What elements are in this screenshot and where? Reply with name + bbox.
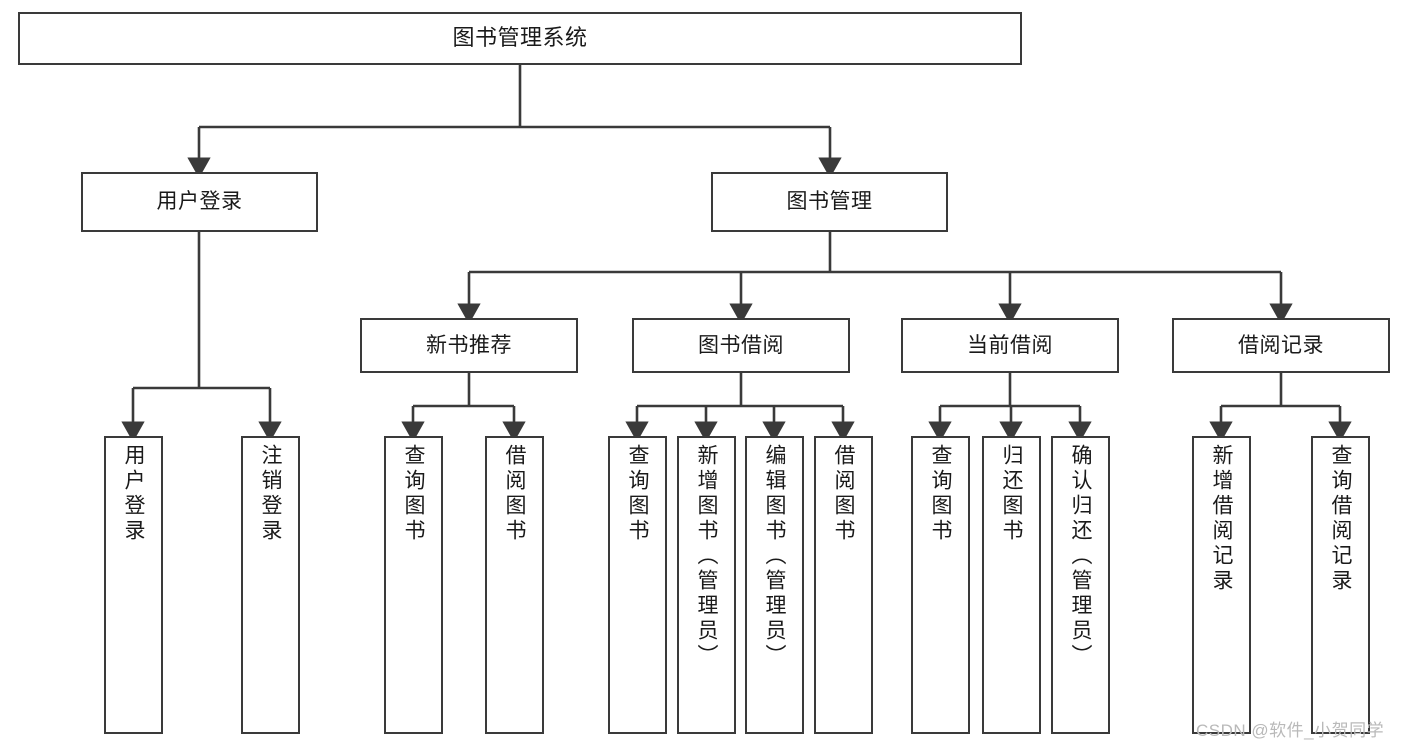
- watermark-text: CSDN @软件_小贺同学: [1196, 721, 1385, 740]
- leaf-add-book-admin[interactable]: 新增图书（管理员）: [677, 436, 736, 734]
- leaf-borrow-books-recommendation[interactable]: 借阅图书: [485, 436, 544, 734]
- node-root-system[interactable]: 图书管理系统: [18, 12, 1022, 65]
- leaf-edit-book-admin[interactable]: 编辑图书（管理员）: [745, 436, 804, 734]
- node-label: 确认归还（管理员）: [1069, 444, 1092, 669]
- node-label: 编辑图书（管理员）: [763, 444, 786, 669]
- node-label: 当前借阅: [967, 333, 1053, 357]
- node-label: 用户登录: [156, 190, 243, 214]
- node-book-borrow[interactable]: 图书借阅: [632, 318, 850, 373]
- node-borrow-records[interactable]: 借阅记录: [1172, 318, 1390, 373]
- node-label: 查询图书: [626, 444, 649, 544]
- leaf-query-books-borrow[interactable]: 查询图书: [608, 436, 667, 734]
- leaf-add-borrow-record[interactable]: 新增借阅记录: [1192, 436, 1251, 734]
- leaf-query-borrow-record[interactable]: 查询借阅记录: [1311, 436, 1370, 734]
- node-label: 注销登录: [259, 444, 282, 544]
- node-label: 新增图书（管理员）: [695, 444, 718, 669]
- leaf-borrow-books[interactable]: 借阅图书: [814, 436, 873, 734]
- node-label: 查询借阅记录: [1329, 444, 1352, 594]
- node-label: 借阅图书: [503, 444, 526, 544]
- leaf-user-login[interactable]: 用户登录: [104, 436, 163, 734]
- node-new-book-recommendation[interactable]: 新书推荐: [360, 318, 578, 373]
- node-current-borrow[interactable]: 当前借阅: [901, 318, 1119, 373]
- node-label: 借阅记录: [1238, 333, 1324, 357]
- node-user-login[interactable]: 用户登录: [81, 172, 318, 232]
- node-label: 新增借阅记录: [1210, 444, 1233, 594]
- node-label: 归还图书: [1000, 444, 1023, 544]
- leaf-confirm-return-admin[interactable]: 确认归还（管理员）: [1051, 436, 1110, 734]
- node-book-management[interactable]: 图书管理: [711, 172, 948, 232]
- node-label: 图书管理系统: [452, 25, 588, 51]
- leaf-query-books-current[interactable]: 查询图书: [911, 436, 970, 734]
- node-label: 图书借阅: [698, 333, 784, 357]
- leaf-query-books-recommendation[interactable]: 查询图书: [384, 436, 443, 734]
- leaf-return-books[interactable]: 归还图书: [982, 436, 1041, 734]
- leaf-logout-login[interactable]: 注销登录: [241, 436, 300, 734]
- node-label: 用户登录: [122, 444, 145, 544]
- node-label: 查询图书: [402, 444, 425, 544]
- node-label: 新书推荐: [426, 333, 512, 357]
- node-label: 查询图书: [929, 444, 952, 544]
- node-label: 图书管理: [786, 190, 873, 214]
- node-label: 借阅图书: [832, 444, 855, 544]
